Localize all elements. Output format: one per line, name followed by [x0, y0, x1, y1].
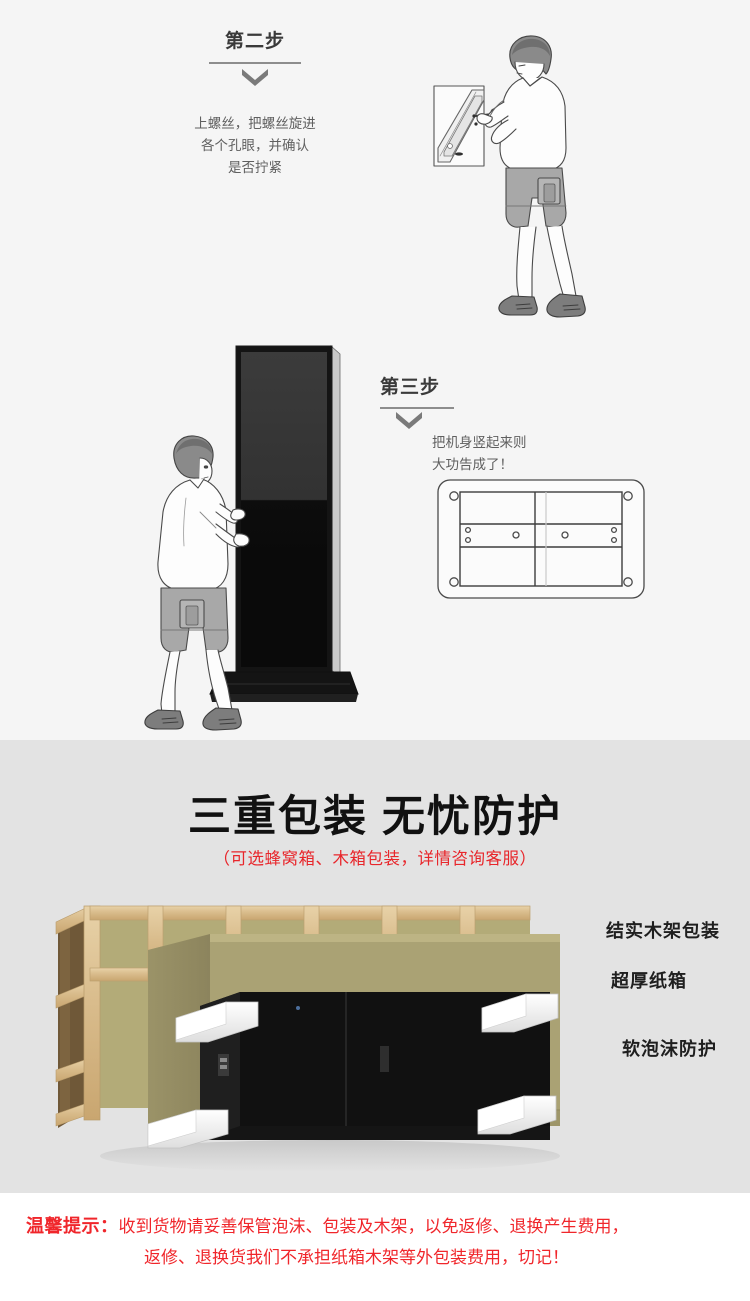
step-two-description: 上螺丝，把螺丝旋进 各个孔眼，并确认 是否拧紧 — [170, 113, 340, 180]
packaging-label-wooden-crate: 结实木架包装 — [606, 921, 720, 941]
step-three-description: 把机身竖起来则 大功告成了！ — [432, 432, 527, 477]
notice-line-1-text: 收到货物请妥善保管泡沫、包装及木架，以免返修、退换产生费用， — [118, 1217, 629, 1236]
step-two-block: 第二步 上螺丝，把螺丝旋进 各个孔眼，并确认 是否拧紧 — [170, 31, 340, 180]
step-two-desc-line-1: 上螺丝，把螺丝旋进 — [194, 115, 316, 131]
packaging-subtitle: （可选蜂窝箱、木箱包装，详情咨询客服） — [213, 850, 537, 868]
step-three-desc-line-2: 大功告成了！ — [432, 457, 513, 473]
step-three-desc-line-1: 把机身竖起来则 — [432, 435, 527, 450]
step-three-block: 第三步 — [380, 377, 530, 434]
packaging-section: 三重包装 无忧防护 （可选蜂窝箱、木箱包装，详情咨询客服） — [0, 740, 750, 1193]
step-two-desc-line-3: 是否拧紧 — [228, 160, 282, 176]
step-two-title: 第二步 — [224, 31, 285, 52]
step-three-divider — [380, 406, 454, 409]
notice-line-2: 返修、退换货我们不承担纸箱木架等外包装费用，切记！ — [144, 1247, 569, 1267]
packaging-label-carton: 超厚纸箱 — [611, 971, 687, 991]
notice-line-1: 温馨提示：收到货物请妥善保管泡沫、包装及木架，以免返修、退换产生费用， — [26, 1211, 726, 1243]
step-two-desc-line-2: 各个孔眼，并确认 — [201, 138, 309, 154]
chevron-down-icon — [396, 411, 422, 429]
notice-label: 温馨提示： — [26, 1216, 119, 1236]
chevron-down-icon — [242, 68, 268, 86]
illustration-packaging-layers — [55, 905, 560, 1172]
illustration-man-beside-kiosk — [144, 345, 359, 731]
illustration-man-screwing-panel — [433, 35, 586, 318]
notice-text-block: 温馨提示：收到货物请妥善保管泡沫、包装及木架，以免返修、退换产生费用， 返修、退… — [26, 1211, 726, 1272]
assembly-steps-section: 第二步 上螺丝，把螺丝旋进 各个孔眼，并确认 是否拧紧 — [144, 31, 645, 731]
packaging-label-foam: 软泡沫防护 — [622, 1039, 717, 1059]
notice-section: 温馨提示：收到货物请妥善保管泡沫、包装及木架，以免返修、退换产生费用， 返修、退… — [0, 1193, 750, 1301]
step-three-title: 第三步 — [380, 377, 441, 398]
packaging-heading: 三重包装 无忧防护 — [188, 793, 562, 841]
step-two-divider — [209, 61, 301, 64]
schematic-base-plate-diagram — [437, 479, 645, 599]
